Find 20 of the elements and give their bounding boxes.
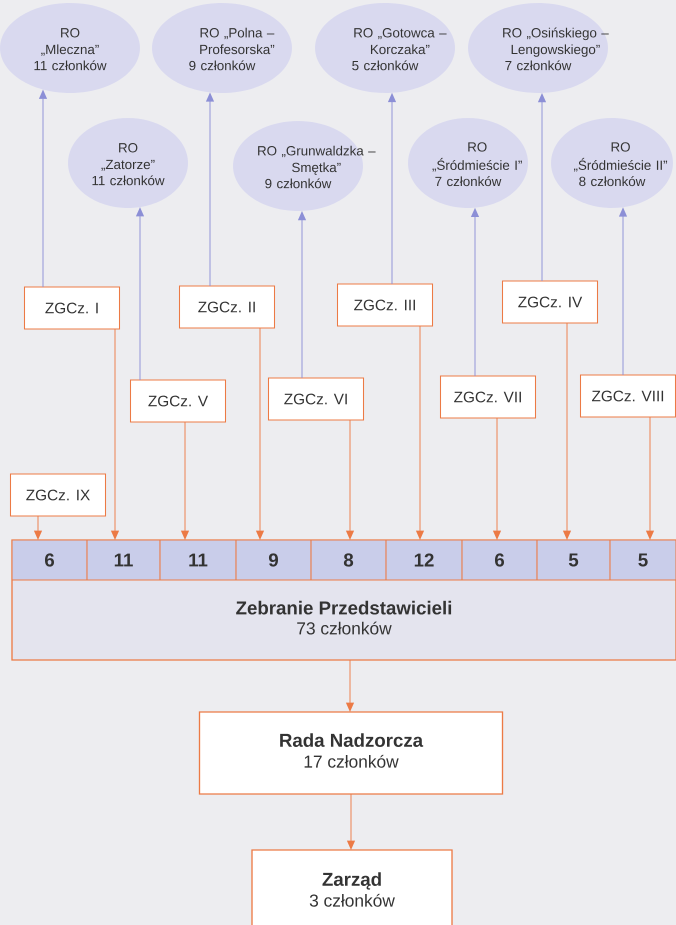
unit-box: ZGCz. III [336, 283, 434, 327]
count-cell: 11 [159, 539, 237, 581]
count-cell: 9 [235, 539, 312, 581]
unit-box: ZGCz. V [130, 379, 226, 423]
board-box: Zarząd 3 członków [251, 849, 453, 925]
unit-box: ZGCz. VI [268, 377, 364, 421]
count-cell: 12 [385, 539, 463, 581]
unit-box: ZGCz. IX [10, 473, 106, 517]
count-cell: 6 [11, 539, 88, 581]
unit-box: ZGCz. IV [502, 280, 598, 324]
unit-box: ZGCz. VII [440, 375, 536, 419]
unit-box: ZGCz. II [178, 285, 276, 329]
count-cell: 8 [310, 539, 387, 581]
count-cell: 5 [536, 539, 611, 581]
unit-box: ZGCz. I [24, 286, 120, 330]
count-cell: 11 [86, 539, 161, 581]
board-box: Rada Nadzorcza 17 członków [198, 711, 504, 795]
count-cell: 6 [461, 539, 538, 581]
count-cell: 5 [609, 539, 676, 581]
unit-box: ZGCz. VIII [580, 374, 676, 418]
